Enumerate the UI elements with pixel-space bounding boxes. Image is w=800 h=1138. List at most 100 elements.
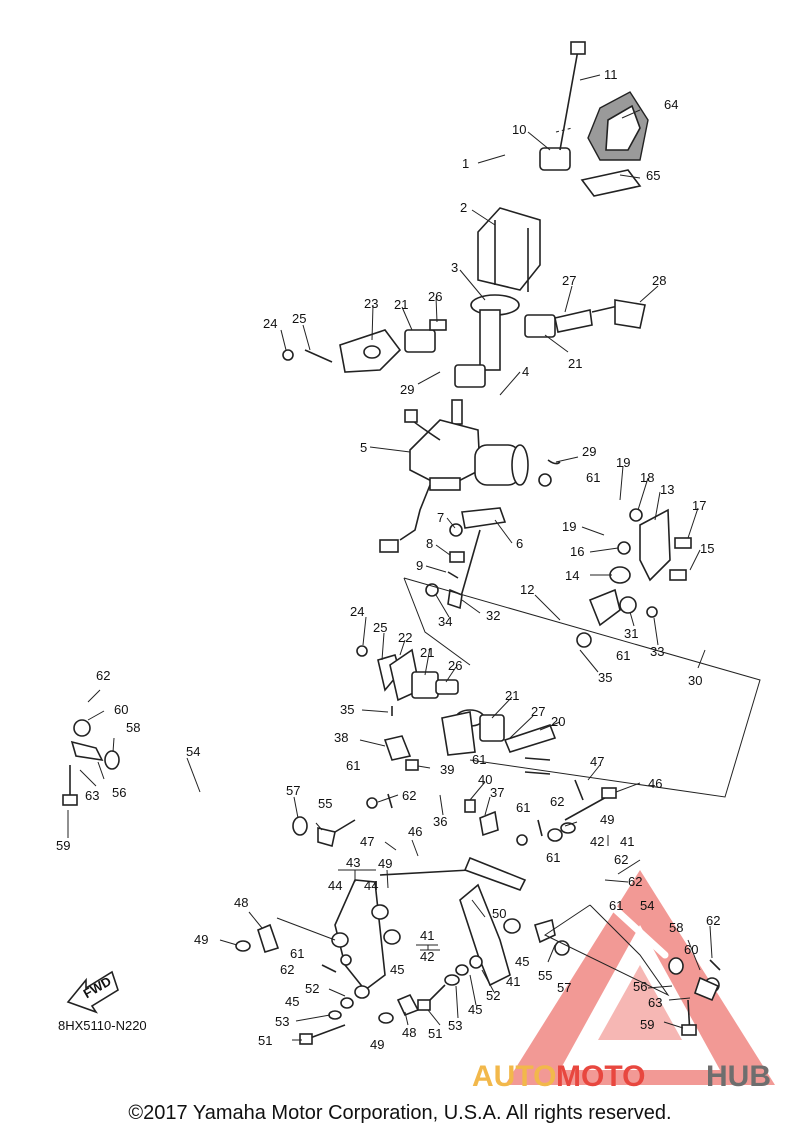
callout-17: 17 [692,498,706,513]
callout-49d: 49 [370,1037,384,1052]
pivot-arm-right [459,856,527,987]
callout-60b: 60 [684,942,698,957]
callout-41c: 41 [506,974,520,989]
callout-58a: 58 [126,720,140,735]
callout-38: 38 [334,730,348,745]
lower-right-linkage [516,779,617,846]
callout-26b: 26 [448,658,462,673]
watermark-hub: HUB [706,1060,771,1093]
callout-62e: 62 [628,874,642,889]
callout-41b: 41 [420,928,434,943]
handlebar-pad [580,91,649,197]
callout-32: 32 [486,608,500,623]
watermark-moto: MOTO [556,1060,645,1093]
callout-61a: 61 [586,470,600,485]
callout-21a: 21 [394,297,408,312]
tie-rod-right [425,583,755,675]
callout-61g: 61 [609,898,623,913]
callout-61h: 61 [290,946,304,961]
callout-47b: 47 [360,834,374,849]
callout-27a: 27 [562,273,576,288]
callout-25a: 25 [292,311,306,326]
pitman-arm [447,459,561,601]
callout-46a: 46 [648,776,662,791]
callout-42a: 42 [590,834,604,849]
callout-27b: 27 [531,704,545,719]
callout-58b: 58 [669,920,683,935]
callout-48b: 48 [402,1025,416,1040]
callout-65: 65 [646,168,660,183]
callout-45d: 45 [468,1002,482,1017]
callout-52b: 52 [486,988,500,1003]
callout-13: 13 [660,482,674,497]
callout-57b: 57 [557,980,571,995]
callout-24b: 24 [350,604,364,619]
callout-59b: 59 [640,1017,654,1032]
callout-40: 40 [478,772,492,787]
callout-61d: 61 [346,758,360,773]
callout-35a: 35 [598,670,612,685]
callout-20: 20 [551,714,565,729]
callout-49c: 49 [194,932,208,947]
callout-19b: 19 [562,519,576,534]
callout-61e: 61 [516,800,530,815]
callout-45a: 45 [390,962,404,977]
diagram-code: 8HX5110-N220 [58,1018,147,1033]
callout-18: 18 [640,470,654,485]
upper-steering-shaft [454,294,520,388]
callout-56a: 56 [112,785,126,800]
callout-29b: 29 [582,444,596,459]
callout-26a: 26 [428,289,442,304]
callout-30: 30 [688,673,702,688]
fwd-arrow-icon: FWD [66,970,119,1014]
watermark-auto: AUTO [472,1060,556,1093]
callout-44a: 44 [328,878,342,893]
callout-63b: 63 [648,995,662,1010]
callout-19a: 19 [616,455,630,470]
callout-62b: 62 [402,788,416,803]
callout-28: 28 [652,273,666,288]
callout-53b: 53 [448,1018,462,1033]
callout-33: 33 [650,644,664,659]
callout-48a: 48 [234,895,248,910]
tie-rod-left [62,719,356,848]
callout-41a: 41 [620,834,634,849]
callout-7: 7 [437,510,444,525]
callout-60a: 60 [114,702,128,717]
callout-2: 2 [460,200,467,215]
callout-5: 5 [360,440,367,455]
callout-55b: 55 [538,968,552,983]
callout-54b: 54 [640,898,654,913]
callout-45b: 45 [515,954,529,969]
callout-62a: 62 [96,668,110,683]
callout-15: 15 [700,541,714,556]
callout-21c: 21 [420,645,434,660]
center-linkage [366,706,499,837]
callout-24a: 24 [263,316,277,331]
callout-43: 43 [346,855,360,870]
callout-12: 12 [520,582,534,597]
callout-62f: 62 [280,962,294,977]
callout-62g: 62 [706,913,720,928]
callout-4: 4 [522,364,529,379]
callout-22: 22 [398,630,412,645]
watermark-text: AUTO MOTO HUB [472,1060,771,1093]
watermark-logo-icon [505,870,775,1085]
callout-50: 50 [492,906,506,921]
callout-39: 39 [440,762,454,777]
callout-62c: 62 [550,794,564,809]
callout-61f: 61 [546,850,560,865]
bottom-center-hardware [378,955,483,1024]
callout-brackets [416,835,609,950]
callout-49a: 49 [600,812,614,827]
callout-37: 37 [490,785,504,800]
callout-3: 3 [451,260,458,275]
callout-8: 8 [426,536,433,551]
callout-64: 64 [664,97,678,112]
callout-54a: 54 [186,744,200,759]
side-bracket [609,508,692,584]
callout-25b: 25 [373,620,387,635]
callout-34: 34 [438,614,452,629]
callout-1: 1 [462,156,469,171]
